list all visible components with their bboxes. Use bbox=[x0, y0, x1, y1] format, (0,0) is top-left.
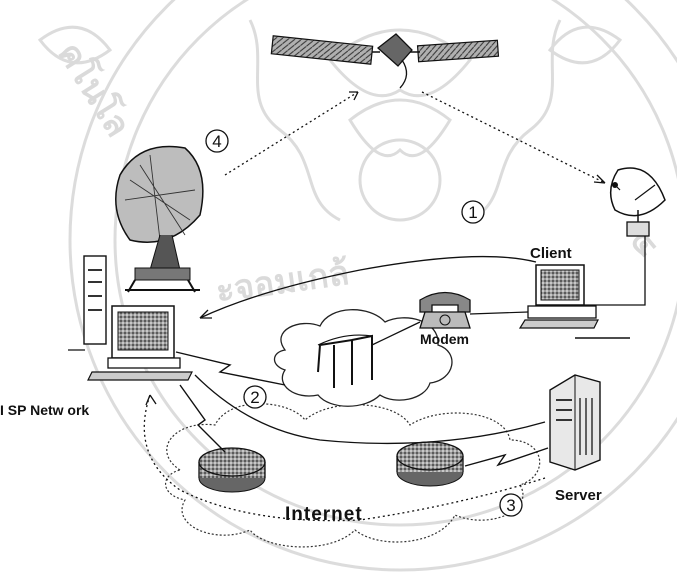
client-computer-icon bbox=[520, 265, 630, 338]
seal-arc-text-left: คโนโล bbox=[49, 35, 139, 144]
satellite-icon bbox=[271, 34, 498, 88]
step-marker-1: 1 bbox=[462, 201, 484, 223]
step-1-label: 1 bbox=[468, 203, 477, 222]
router-right-icon bbox=[397, 442, 463, 486]
server-label: Server bbox=[555, 487, 602, 504]
step-marker-4: 4 bbox=[206, 130, 228, 152]
step-2-label: 2 bbox=[250, 388, 259, 407]
modem-telephone-icon bbox=[420, 293, 470, 329]
modem-label: Modem bbox=[420, 331, 469, 347]
isp-dish-antenna-icon bbox=[116, 147, 203, 292]
step-marker-3: 3 bbox=[500, 494, 522, 516]
step-4-label: 4 bbox=[212, 132, 221, 151]
step-3-label: 3 bbox=[506, 496, 515, 515]
client-label: Client bbox=[530, 245, 572, 262]
isp-network-label: I SP Netw ork bbox=[0, 402, 89, 418]
seal-arc-text-bottom: ะจอมเกล้ bbox=[213, 253, 351, 311]
internet-label: Internet bbox=[285, 504, 363, 525]
router-left-icon bbox=[199, 448, 265, 492]
step-marker-2: 2 bbox=[244, 386, 266, 408]
server-icon bbox=[550, 375, 600, 470]
